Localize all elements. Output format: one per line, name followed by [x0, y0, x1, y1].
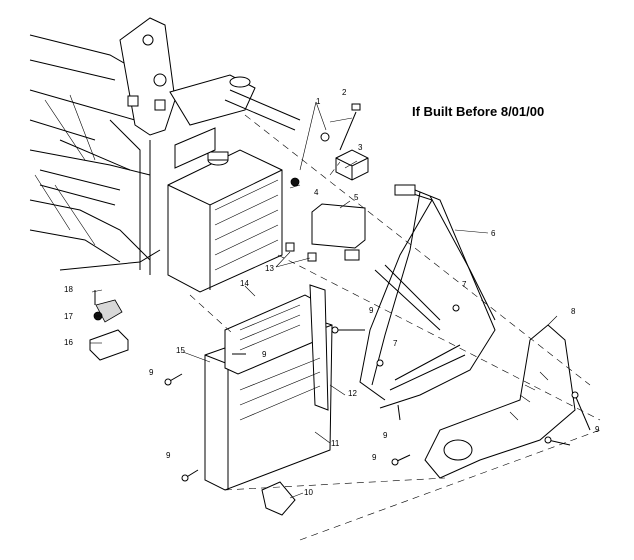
radiator — [167, 127, 283, 293]
callout-5: 5 — [354, 193, 359, 202]
callout-labels: 1 2 3 4 5 6 7 7 8 9 9 9 9 9 9 9 10 11 12… — [64, 88, 600, 497]
front-bumper — [359, 184, 496, 409]
radiator-shroud — [204, 284, 333, 491]
fasteners — [164, 242, 591, 482]
skid-plate — [424, 324, 576, 479]
callout-9-bottom-left: 9 — [166, 451, 171, 460]
callout-11: 11 — [331, 439, 340, 448]
callout-16: 16 — [64, 338, 73, 347]
left-hardware — [89, 290, 129, 361]
diagram-title: If Built Before 8/01/00 — [412, 104, 544, 119]
callout-6: 6 — [491, 229, 496, 238]
callout-13: 13 — [265, 264, 274, 273]
callout-9-right: 9 — [595, 425, 600, 434]
leader-lines — [90, 114, 601, 541]
bracket — [261, 481, 296, 516]
mount-plate — [311, 203, 366, 261]
callout-12: 12 — [348, 389, 357, 398]
frame-assembly — [29, 17, 301, 275]
callout-7-upper: 7 — [462, 280, 467, 289]
callout-10: 10 — [304, 488, 313, 497]
callout-3: 3 — [358, 143, 363, 152]
callout-17: 17 — [64, 312, 73, 321]
upper-hardware — [290, 101, 369, 187]
callout-9-bumper: 9 — [383, 431, 388, 440]
callout-2: 2 — [342, 88, 347, 97]
callout-18: 18 — [64, 285, 73, 294]
callout-9-right-shroud: 9 — [369, 306, 374, 315]
callout-4: 4 — [314, 188, 319, 197]
callout-1: 1 — [316, 97, 321, 106]
callout-9-bottom-center: 9 — [372, 453, 377, 462]
callout-15: 15 — [176, 346, 185, 355]
callout-9-left: 9 — [149, 368, 154, 377]
callout-7-lower: 7 — [393, 339, 398, 348]
callout-8: 8 — [571, 307, 576, 316]
callout-9-shroud-top: 9 — [262, 350, 267, 359]
callout-14: 14 — [240, 279, 249, 288]
